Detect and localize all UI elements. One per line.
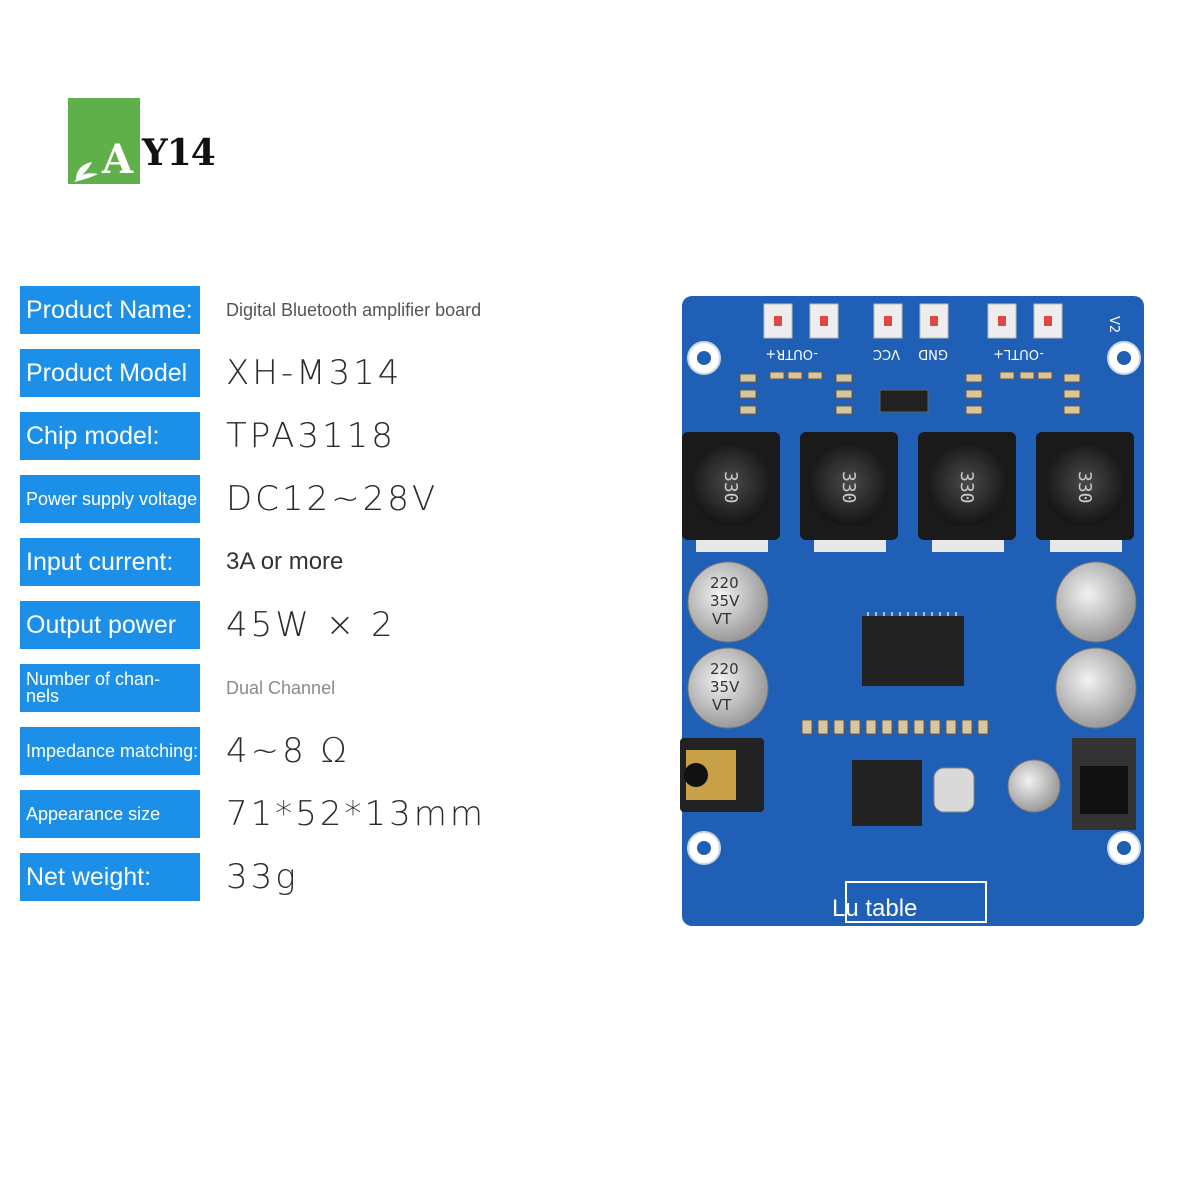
spec-label-text: Number of chan-nels bbox=[26, 669, 161, 706]
spec-row-input-current: Input current: 3A or more bbox=[20, 538, 540, 586]
spec-label: Input current: bbox=[20, 538, 200, 586]
silk-vcc: VCC bbox=[873, 346, 900, 361]
brand-logo: A Y14 bbox=[68, 98, 218, 188]
silk-outr: -OUTR+ bbox=[765, 346, 818, 361]
spec-value: XH-M314 bbox=[226, 353, 403, 393]
logo-letter: A bbox=[102, 136, 134, 183]
logo-text: Y14 bbox=[142, 132, 216, 174]
spec-label: Product Name: bbox=[20, 286, 200, 334]
smd-row bbox=[801, 719, 989, 735]
antenna-outline bbox=[845, 881, 987, 923]
svg-text:35V: 35V bbox=[710, 592, 740, 610]
silk-outl: -OUTL+ bbox=[993, 346, 1044, 361]
spec-row-net-weight: Net weight: 33g bbox=[20, 853, 540, 901]
spec-value: 3A or more bbox=[226, 548, 344, 575]
spec-value: TPA3118 bbox=[226, 416, 396, 456]
inductor-marking: 330 bbox=[956, 471, 977, 504]
crystal-oscillator bbox=[933, 767, 975, 813]
svg-text:VT: VT bbox=[712, 696, 732, 714]
spec-label: Appearance size bbox=[20, 790, 200, 838]
spec-label: Power supply voltage bbox=[20, 475, 200, 523]
spec-row-chip-model: Chip model: TPA3118 bbox=[20, 412, 540, 460]
spec-value: DC12~28V bbox=[226, 479, 439, 519]
bluetooth-chip bbox=[852, 760, 922, 826]
silk-v2: V2 bbox=[1106, 316, 1121, 333]
spec-row-output-power: Output power 45W × 2 bbox=[20, 601, 540, 649]
silkscreen-labels: -OUTR+ VCC GND -OUTL+ V2 bbox=[765, 316, 1121, 361]
spec-label: Number of chan-nels bbox=[20, 664, 200, 712]
pcb-illustration: -OUTR+ VCC GND -OUTL+ V2 330 bbox=[680, 296, 1144, 926]
spec-value: Dual Channel bbox=[226, 677, 336, 698]
svg-text:35V: 35V bbox=[710, 678, 740, 696]
svg-text:VT: VT bbox=[712, 610, 732, 628]
spec-value: 71*52*13mm bbox=[226, 794, 487, 834]
inductor-marking: 330 bbox=[838, 471, 859, 504]
antenna-label: Lu table bbox=[832, 895, 917, 922]
electrolytic-capacitors: 220 35V VT 220 35V VT bbox=[687, 561, 1137, 729]
spec-row-product-name: Product Name: Digital Bluetooth amplifie… bbox=[20, 286, 540, 334]
inductor-marking: 330 bbox=[720, 471, 741, 504]
spec-label: Net weight: bbox=[20, 853, 200, 901]
inductor-marking: 330 bbox=[1074, 471, 1095, 504]
spec-value: 33g bbox=[226, 857, 299, 897]
spec-row-power-supply-voltage: Power supply voltage DC12~28V bbox=[20, 475, 540, 523]
spec-row-appearance-size: Appearance size 71*52*13mm bbox=[20, 790, 540, 838]
spec-row-product-model: Product Model XH-M314 bbox=[20, 349, 540, 397]
spec-row-number-of-channels: Number of chan-nels Dual Channel bbox=[20, 664, 540, 712]
spec-label: Product Model bbox=[20, 349, 200, 397]
spec-value: Digital Bluetooth amplifier board bbox=[226, 299, 482, 320]
amplifier-board-image: -OUTR+ VCC GND -OUTL+ V2 330 bbox=[676, 290, 1146, 928]
smd-components bbox=[739, 371, 1081, 415]
inductors: 330 330 330 330 bbox=[682, 432, 1134, 552]
tpa3118-chip bbox=[862, 616, 964, 686]
spec-value: 45W × 2 bbox=[226, 605, 396, 645]
leaf-icon bbox=[74, 162, 98, 182]
small-capacitor bbox=[1007, 759, 1061, 813]
spec-label: Impedance matching: bbox=[20, 727, 200, 775]
svg-text:220: 220 bbox=[710, 660, 739, 678]
spec-label: Chip model: bbox=[20, 412, 200, 460]
svg-text:220: 220 bbox=[710, 574, 739, 592]
spec-label: Output power bbox=[20, 601, 200, 649]
diode-d2 bbox=[879, 389, 929, 413]
silk-gnd: GND bbox=[918, 346, 948, 361]
spec-row-impedance-matching: Impedance matching: 4~8 Ω bbox=[20, 727, 540, 775]
spec-value: 4~8 Ω bbox=[226, 731, 350, 771]
